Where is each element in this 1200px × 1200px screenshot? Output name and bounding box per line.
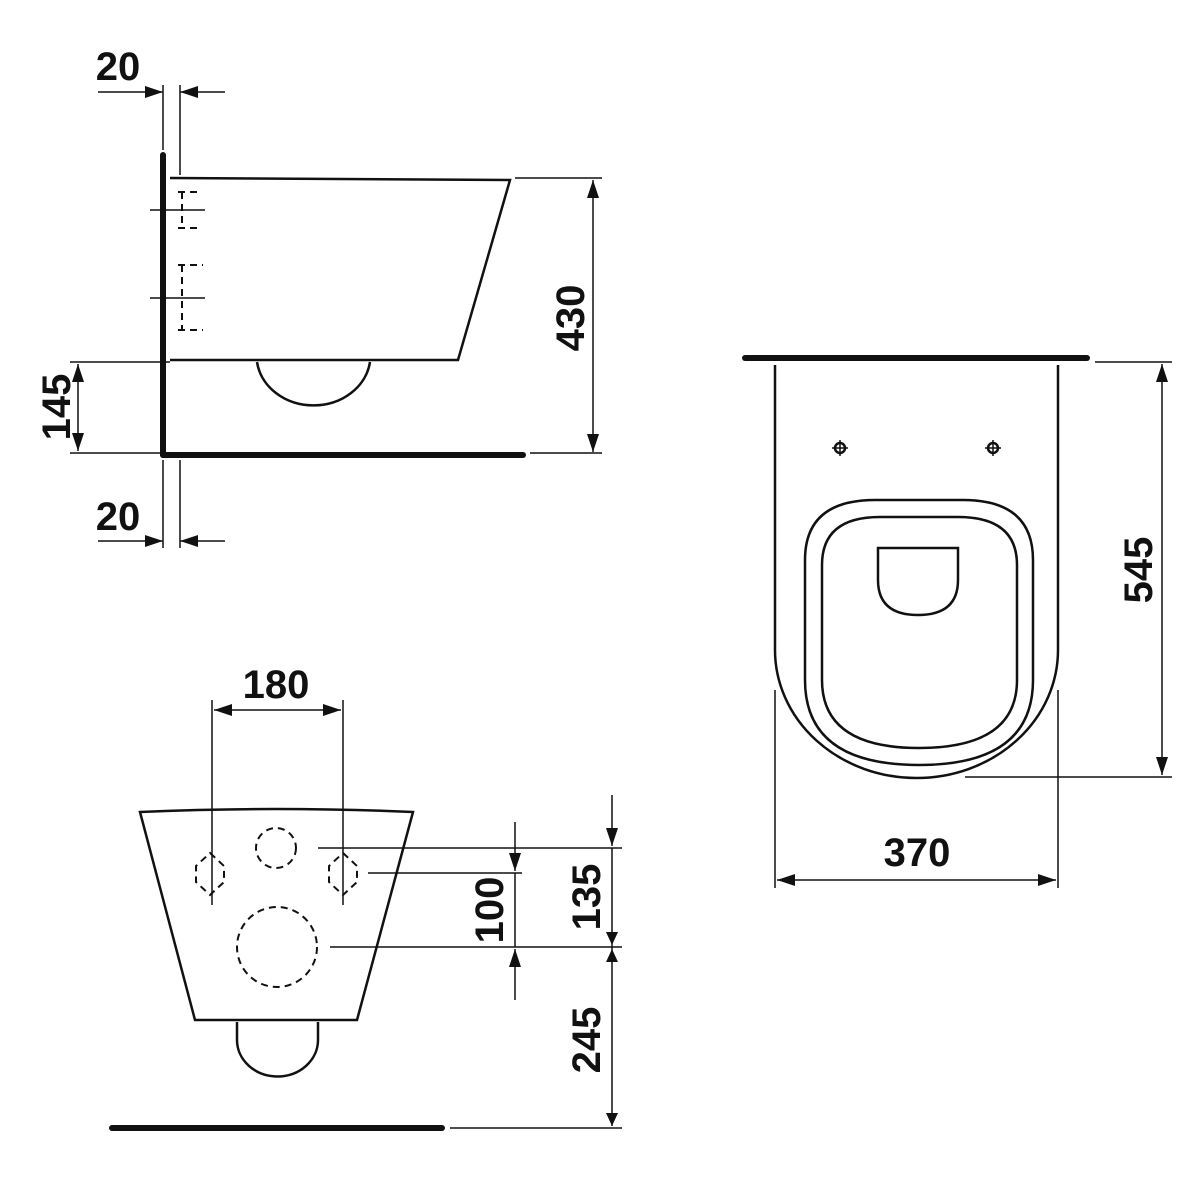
inlet-hole	[255, 827, 297, 869]
screw-icon	[832, 440, 848, 456]
top-view: 545 370	[742, 355, 1172, 888]
front-view: 180 100 135 245	[109, 663, 622, 1131]
dim-fixing-spacing: 180	[243, 663, 310, 707]
outlet-side	[255, 361, 372, 407]
outlet-front	[235, 1022, 320, 1078]
dim-fixing-to-outlet: 100	[468, 877, 512, 944]
seat-outer	[803, 498, 1035, 767]
dim-inlet-to-outlet: 135	[565, 864, 609, 931]
dim-outlet-height-front: 245	[565, 1007, 609, 1074]
dim-width: 370	[884, 831, 951, 875]
dim-outlet-height-side: 145	[35, 374, 79, 441]
screw-icon	[985, 440, 1001, 456]
outlet-hole	[236, 906, 318, 988]
seat-inner	[820, 515, 1019, 750]
bowl-top-outline	[773, 365, 1060, 780]
fixing-hole-left	[195, 851, 225, 897]
dim-height: 430	[549, 285, 593, 352]
lid-hinge	[876, 546, 960, 617]
dim-wall-offset-top: 20	[96, 45, 141, 89]
bowl-side-outline	[169, 176, 512, 362]
side-view: 20 430 145 20	[35, 45, 602, 548]
dim-wall-offset-bottom: 20	[96, 495, 141, 539]
fixing-centerlines	[150, 209, 205, 299]
fixing-hidden-lines	[178, 191, 203, 331]
dim-length: 545	[1117, 537, 1161, 604]
bowl-front-outline	[138, 807, 415, 1022]
